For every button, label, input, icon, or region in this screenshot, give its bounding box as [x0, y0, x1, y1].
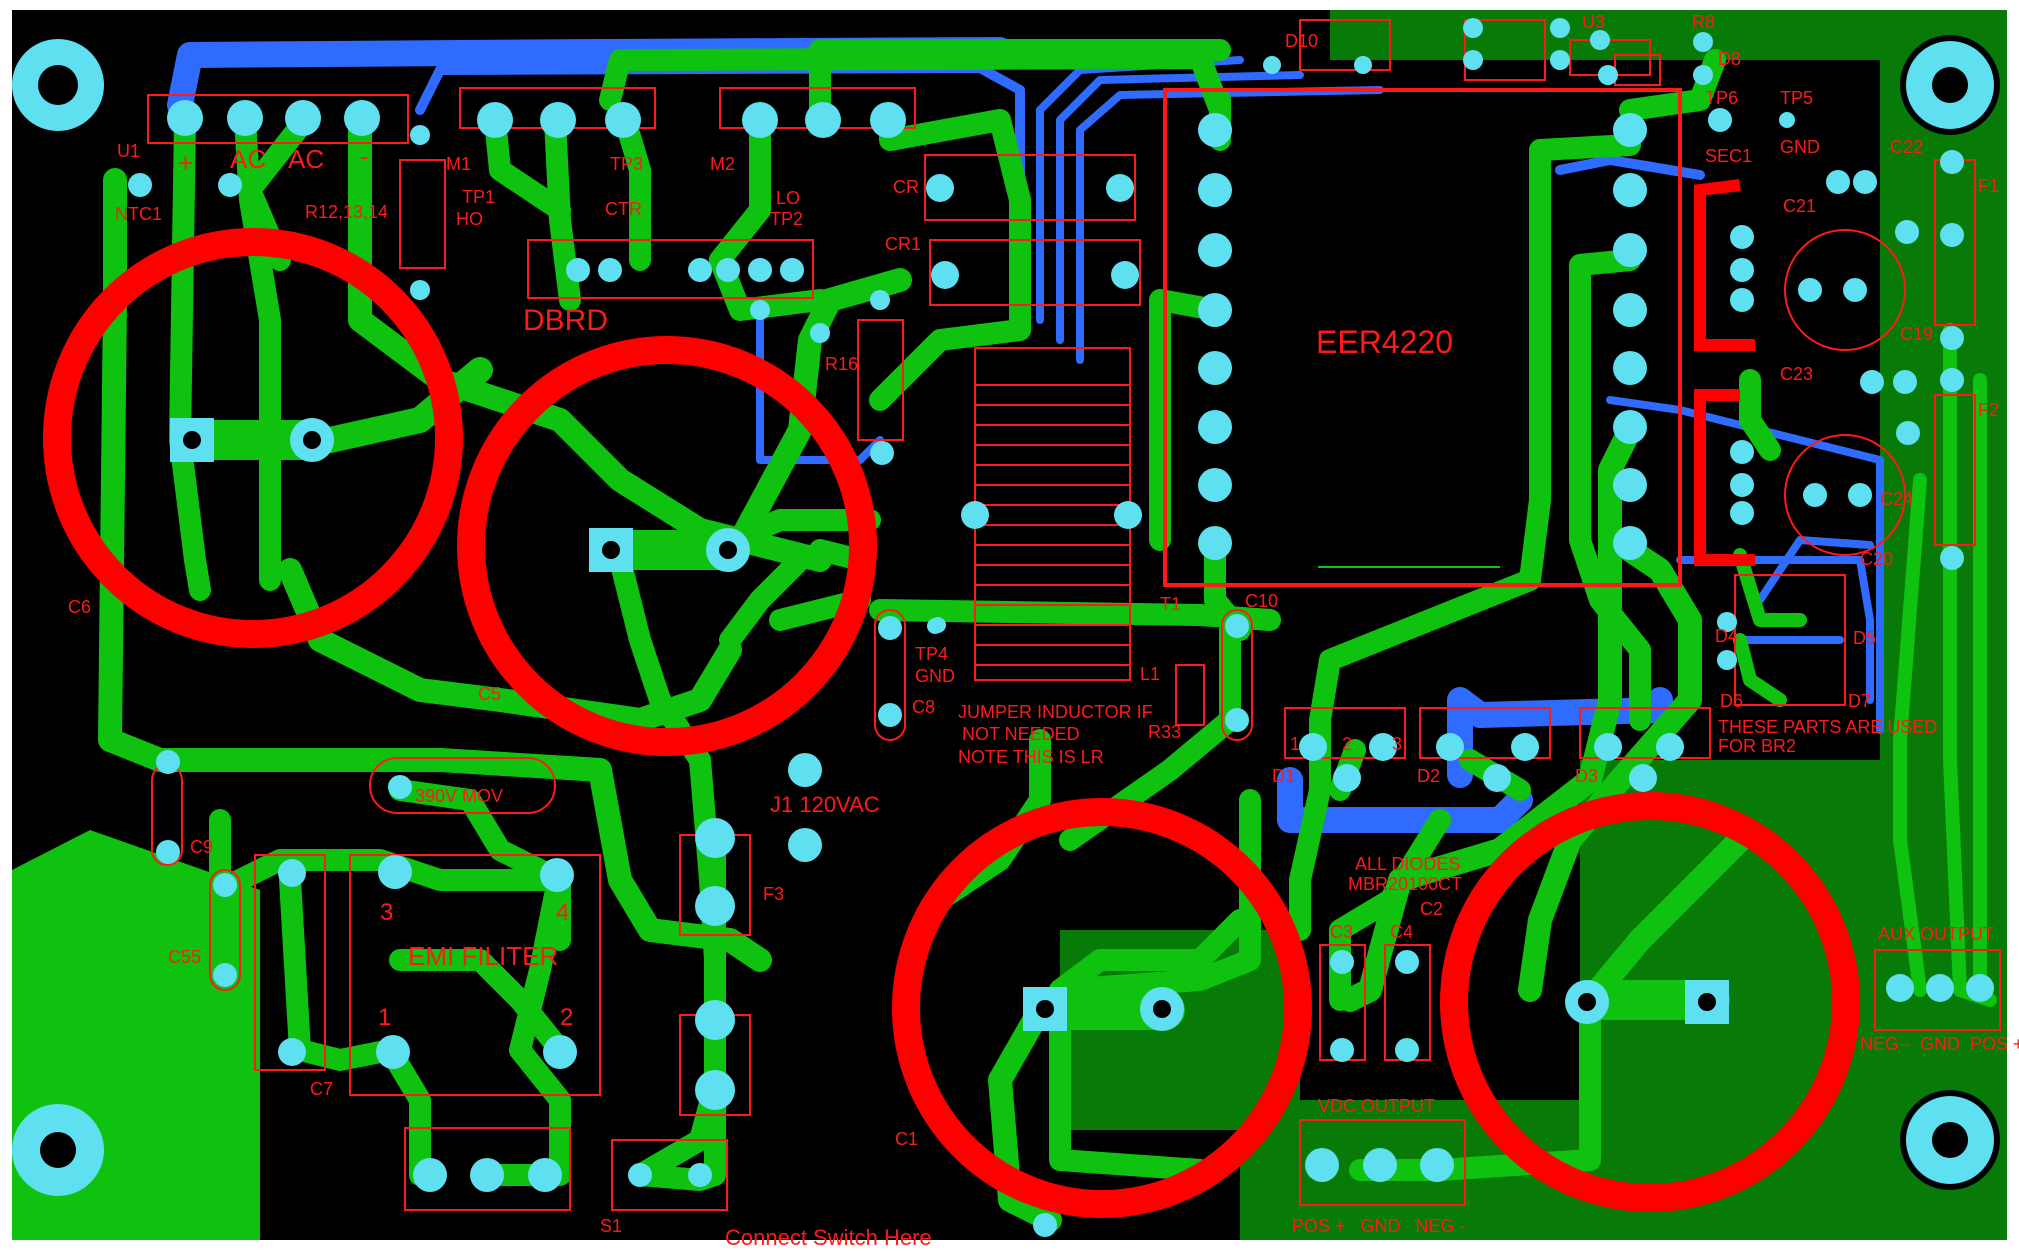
label-cr: CR: [893, 177, 919, 197]
label-mov: 390V MOV: [415, 786, 503, 806]
label-vdc-pins: POS + GND NEG -: [1292, 1216, 1466, 1236]
highlight-circles: [43, 228, 1860, 1218]
label-c1: C1: [895, 1129, 918, 1149]
label-c21: C21: [1783, 196, 1816, 216]
label-jumper-line1: JUMPER INDUCTOR IF: [958, 702, 1153, 722]
label-tp5: TP5: [1780, 88, 1813, 108]
highlight-brackets: [1694, 179, 1755, 566]
label-br2-line2: FOR BR2: [1718, 736, 1796, 756]
silkscreen-labels: U1 + AC AC - NTC1 R12,13,14 M1 TP1 HO TP…: [68, 12, 2019, 1250]
label-d2: D2: [1417, 766, 1440, 786]
mounting-holes: [12, 35, 2000, 1196]
label-ho: HO: [456, 209, 483, 229]
label-gnd-tp4: GND: [915, 666, 955, 686]
label-emi-pin3: 3: [380, 899, 393, 926]
label-c55: C55: [168, 947, 201, 967]
label-c10: C10: [1245, 591, 1278, 611]
label-br2-line1: THESE PARTS ARE USED: [1718, 717, 1937, 737]
label-r8: R8: [1692, 12, 1715, 32]
label-aux-pins: NEG - GND POS +: [1860, 1034, 2019, 1054]
label-c23: C23: [1780, 364, 1813, 384]
label-d5: D5: [1853, 628, 1876, 648]
label-minus: -: [360, 141, 369, 171]
label-c3: C3: [1330, 922, 1353, 942]
label-sec1: SEC1: [1705, 146, 1752, 166]
label-c6: C6: [68, 597, 91, 617]
label-d8: D8: [1718, 49, 1741, 69]
label-connect-switch: Connect Switch Here: [725, 1225, 932, 1250]
pads: [128, 18, 1994, 1237]
label-c24: C24: [1880, 489, 1913, 509]
label-tp1: TP1: [462, 187, 495, 207]
label-c5: C5: [478, 684, 501, 704]
label-tp6: TP6: [1705, 88, 1738, 108]
label-c4: C4: [1390, 922, 1413, 942]
label-u3: U3: [1582, 12, 1605, 32]
label-ac1: AC: [230, 144, 266, 174]
label-ctr: CTR: [605, 199, 642, 219]
label-gnd-tp5: GND: [1780, 137, 1820, 157]
label-tp2: TP2: [770, 209, 803, 229]
label-d7: D7: [1848, 691, 1871, 711]
label-u1: U1: [117, 141, 140, 161]
label-d4: D4: [1715, 626, 1738, 646]
label-tp4: TP4: [915, 644, 948, 664]
label-d3: D3: [1575, 766, 1598, 786]
label-cr1: CR1: [885, 234, 921, 254]
label-r16: R16: [825, 354, 858, 374]
label-lo: LO: [776, 188, 800, 208]
inductor-l1: [974, 347, 1131, 681]
label-c9: C9: [190, 837, 213, 857]
label-c2: C2: [1420, 899, 1443, 919]
silkscreen-outlines: [147, 19, 2001, 1211]
label-c7: C7: [310, 1079, 333, 1099]
label-t1: T1: [1160, 594, 1181, 614]
label-plus: +: [178, 148, 193, 178]
label-d1-pin2: 2: [1342, 734, 1352, 754]
label-r12: R12,13,14: [305, 202, 388, 222]
transformer-outline: [1163, 88, 1682, 587]
label-c20: C20: [1860, 549, 1893, 569]
label-ntc1: NTC1: [115, 204, 162, 224]
label-jumper-line2: NOT NEEDED: [962, 724, 1080, 744]
label-emi-pin1: 1: [378, 1004, 391, 1031]
label-d1: D1: [1272, 766, 1295, 786]
label-emi-pin2: 2: [560, 1004, 573, 1031]
label-f3: F3: [763, 884, 784, 904]
label-j1: J1 120VAC: [770, 792, 880, 817]
label-diodes-line1: ALL DIODES: [1355, 854, 1460, 874]
label-ac2: AC: [288, 144, 324, 174]
label-m2: M2: [710, 154, 735, 174]
pad-holes: [183, 418, 1716, 1031]
label-emi-pin4: 4: [556, 899, 569, 926]
label-vdc-output: VDC OUTPUT: [1318, 1096, 1435, 1116]
label-d6: D6: [1720, 691, 1743, 711]
label-jumper-line3: NOTE THIS IS LR: [958, 747, 1104, 767]
label-c8: C8: [912, 697, 935, 717]
label-d1-pin1: 1: [1290, 734, 1300, 754]
label-l1: L1: [1140, 664, 1160, 684]
label-eer4220: EER4220: [1316, 324, 1453, 360]
label-c22: C22: [1890, 137, 1923, 157]
label-emi: EMI FILITER: [408, 941, 558, 971]
label-d1-pin3: 3: [1392, 734, 1402, 754]
label-s1: S1: [600, 1216, 622, 1236]
label-d10: D10: [1285, 31, 1318, 51]
label-f1: F1: [1978, 176, 1999, 196]
ground-pour-right: [1240, 10, 2007, 1240]
label-r33: R33: [1148, 722, 1181, 742]
label-c19: C19: [1900, 324, 1933, 344]
label-tp3: TP3: [610, 154, 643, 174]
label-m1: M1: [446, 154, 471, 174]
label-diodes-line2: MBR20100CT: [1348, 874, 1462, 894]
label-f2: F2: [1978, 400, 1999, 420]
label-dbrd: DBRD: [523, 304, 608, 337]
label-aux-output: AUX OUTPUT: [1878, 924, 1994, 944]
